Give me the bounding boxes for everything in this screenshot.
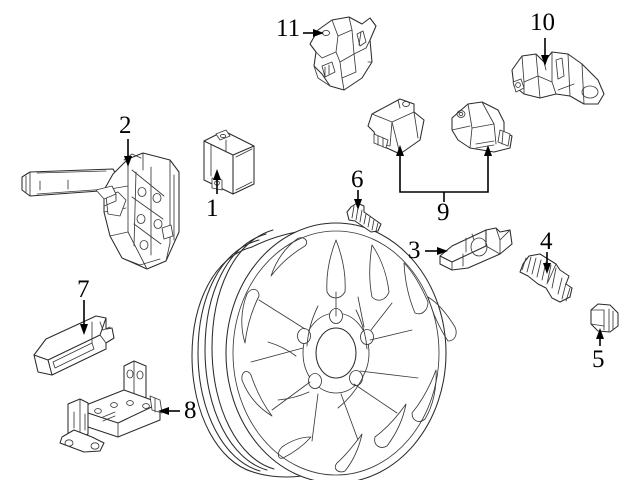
- callout-number-7: 7: [77, 276, 90, 303]
- callout-number-11: 11: [276, 15, 301, 42]
- part-right-sensor-housing: [511, 51, 605, 105]
- callout-number-3: 3: [408, 237, 421, 264]
- callout-number-1: 1: [206, 195, 219, 222]
- part-receiver-bracket-left: [367, 98, 425, 155]
- callout-number-10: 10: [530, 9, 555, 36]
- alloy-wheel: [191, 222, 457, 480]
- callout-number-9: 9: [437, 199, 450, 226]
- part-left-sensor-housing: [309, 16, 377, 91]
- part-antenna-module: [33, 315, 115, 376]
- part-tpms-sensor: [439, 227, 513, 271]
- callout-number-5: 5: [592, 346, 605, 373]
- part-valve-cap: [590, 303, 619, 333]
- callout-number-8: 8: [184, 397, 197, 424]
- callout-number-4: 4: [540, 228, 553, 255]
- callout-number-2: 2: [119, 112, 132, 139]
- leader-lines: [80, 29, 604, 415]
- part-door-latch-assembly: [21, 152, 180, 270]
- callout-number-6: 6: [351, 166, 364, 193]
- part-receiver-bracket-right: [451, 101, 513, 153]
- part-control-module: [203, 129, 255, 195]
- part-mounting-bracket: [59, 360, 163, 453]
- part-bolt: [346, 202, 382, 233]
- part-valve-stem: [519, 253, 573, 303]
